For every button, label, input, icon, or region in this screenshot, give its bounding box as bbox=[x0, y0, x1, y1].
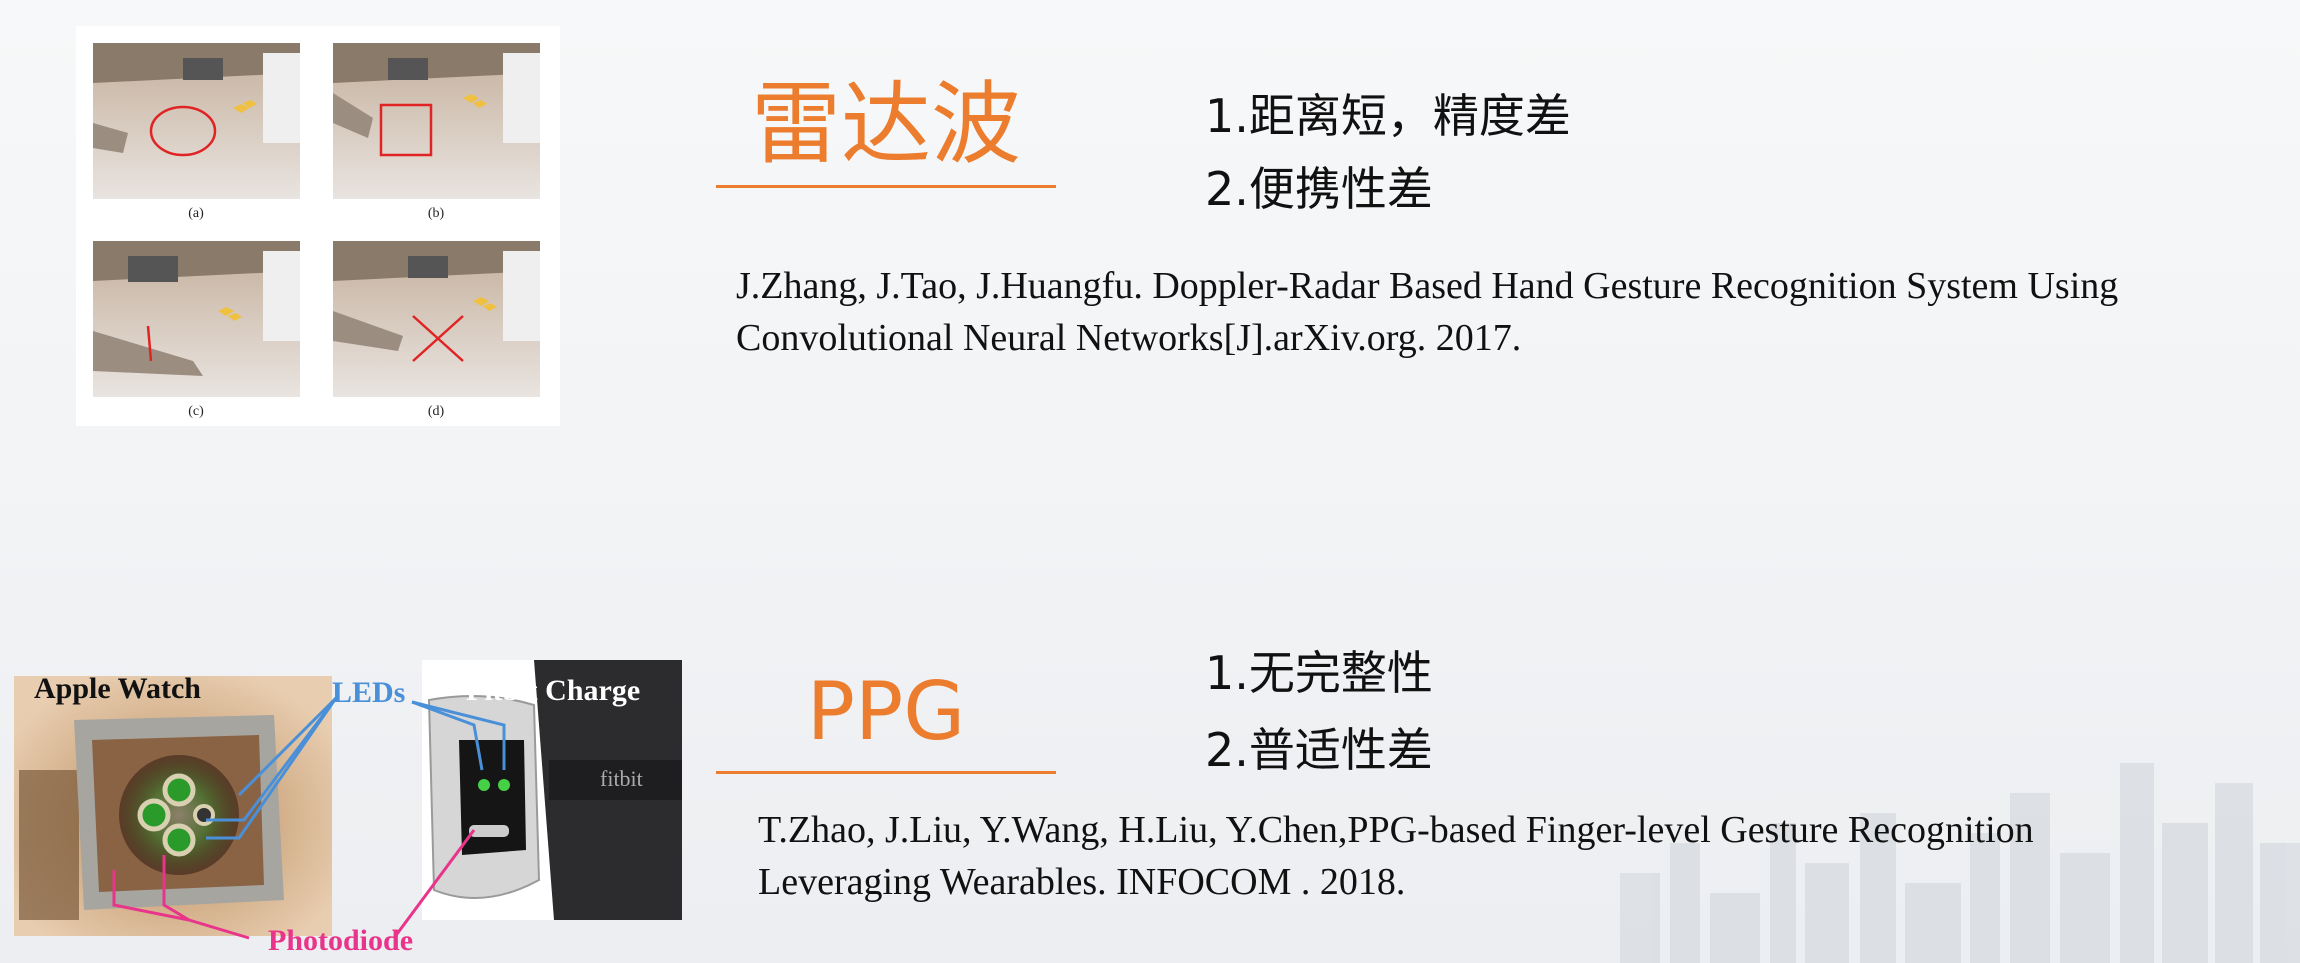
radar-reference-line-1: J.Zhang, J.Tao, J.Huangfu. Doppler-Radar… bbox=[736, 265, 2119, 307]
photodiode-label: Photodiode bbox=[268, 924, 414, 957]
fitbit-brand-mark: fitbit bbox=[600, 766, 643, 791]
led-arrows bbox=[206, 696, 506, 840]
leds-label: LEDs bbox=[332, 676, 406, 709]
photo-c-line-gesture bbox=[93, 241, 300, 397]
fitbit-charge-label: Fitbit Charge bbox=[466, 674, 641, 707]
ppg-point-1: 1.无完整性 bbox=[1205, 646, 1433, 700]
ppg-wearables-figure: Apple Watch LEDs Fitbit Charge fitbit Ph… bbox=[14, 660, 682, 960]
ppg-title: PPG bbox=[806, 665, 966, 758]
apple-watch-label: Apple Watch bbox=[34, 672, 201, 705]
radar-title-underline bbox=[716, 185, 1056, 188]
photo-d-cross-gesture bbox=[333, 241, 540, 397]
radar-gesture-figure: (a) (b) (c) (d) bbox=[76, 26, 560, 426]
watch-photos bbox=[14, 660, 682, 940]
radar-point-1: 1.距离短，精度差 bbox=[1205, 89, 1571, 143]
radar-reference-line-2: Convolutional Neural Networks[J].arXiv.o… bbox=[736, 317, 1522, 359]
ppg-reference: T.Zhao, J.Liu, Y.Wang, H.Liu, Y.Chen,PPG… bbox=[758, 804, 2258, 908]
radar-point-2: 2.便携性差 bbox=[1205, 162, 1433, 216]
caption-a: (a) bbox=[188, 206, 204, 221]
photodiode-arrows bbox=[112, 829, 476, 940]
caption-b: (b) bbox=[427, 206, 445, 221]
radar-reference: J.Zhang, J.Tao, J.Huangfu. Doppler-Radar… bbox=[736, 260, 2296, 364]
caption-d: (d) bbox=[427, 404, 445, 419]
ppg-reference-line-1: T.Zhao, J.Liu, Y.Wang, H.Liu, Y.Chen,PPG… bbox=[758, 809, 2034, 851]
ppg-reference-line-2: Leveraging Wearables. INFOCOM . 2018. bbox=[758, 861, 1406, 903]
gesture-photos bbox=[93, 43, 540, 397]
photo-a-circle-gesture bbox=[93, 43, 300, 199]
radar-title: 雷达波 bbox=[751, 72, 1021, 177]
city-skyline-background bbox=[1620, 763, 2300, 963]
caption-c: (c) bbox=[188, 404, 204, 419]
apple-watch-photo bbox=[14, 676, 332, 936]
fitbit-photo bbox=[422, 660, 682, 920]
ppg-title-underline bbox=[716, 771, 1056, 774]
photo-b-square-gesture bbox=[333, 43, 540, 199]
ppg-point-2: 2.普适性差 bbox=[1205, 723, 1433, 777]
